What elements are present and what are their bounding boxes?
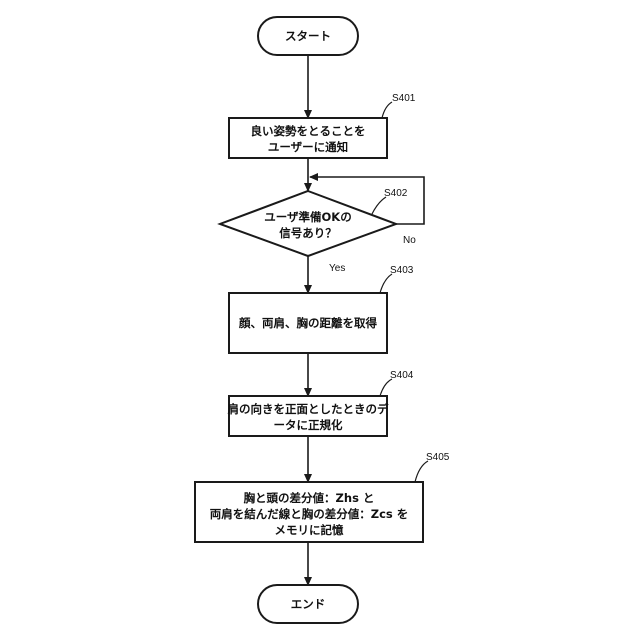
decision-s402-line-2: 信号あり？ <box>279 226 337 240</box>
process-s401-line-1: 良い姿勢をとることを <box>251 124 366 138</box>
start-terminal: スタート <box>258 17 358 55</box>
step-id-s404: S404 <box>390 370 414 381</box>
decision-s402: ユーザ準備OKの 信号あり？ S402 No Yes <box>220 177 424 274</box>
process-s404-leader <box>380 379 392 396</box>
process-s405-line-1: 胸と頭の差分値：Zhs と <box>244 491 375 505</box>
process-s404-line-2: ータに正規化 <box>274 418 343 432</box>
step-id-s403: S403 <box>390 265 414 276</box>
decision-s402-line-1: ユーザ準備OKの <box>264 210 351 224</box>
process-s405: 胸と頭の差分値：Zhs と 両肩を結んだ線と胸の差分値：Zcs を メモリに記憶… <box>195 452 450 542</box>
process-s403-line-1: 顔、両肩、胸の距離を取得 <box>238 316 377 330</box>
process-s403-leader <box>380 274 392 293</box>
process-s401-line-2: ユーザーに通知 <box>268 140 348 154</box>
process-s404-line-1: 肩の向きを正面としたときのデ <box>228 402 389 416</box>
process-s401-leader <box>382 102 392 118</box>
decision-s402-leader <box>372 197 386 214</box>
end-terminal: エンド <box>258 585 358 623</box>
step-id-s405: S405 <box>426 452 450 463</box>
process-s401: 良い姿勢をとることを ユーザーに通知 S401 <box>229 93 416 158</box>
process-s404: 肩の向きを正面としたときのデ ータに正規化 S404 <box>228 370 414 436</box>
end-label: エンド <box>291 597 326 611</box>
step-id-s401: S401 <box>392 93 416 104</box>
process-s405-line-3: メモリに記憶 <box>275 523 344 537</box>
yes-branch-label: Yes <box>329 263 345 274</box>
process-s403: 顔、両肩、胸の距離を取得 S403 <box>229 265 414 353</box>
step-id-s402: S402 <box>384 188 408 199</box>
start-label: スタート <box>285 29 331 43</box>
process-s405-leader <box>415 461 428 482</box>
process-s405-line-2: 両肩を結んだ線と胸の差分値：Zcs を <box>210 507 409 521</box>
no-branch-label: No <box>403 235 416 246</box>
